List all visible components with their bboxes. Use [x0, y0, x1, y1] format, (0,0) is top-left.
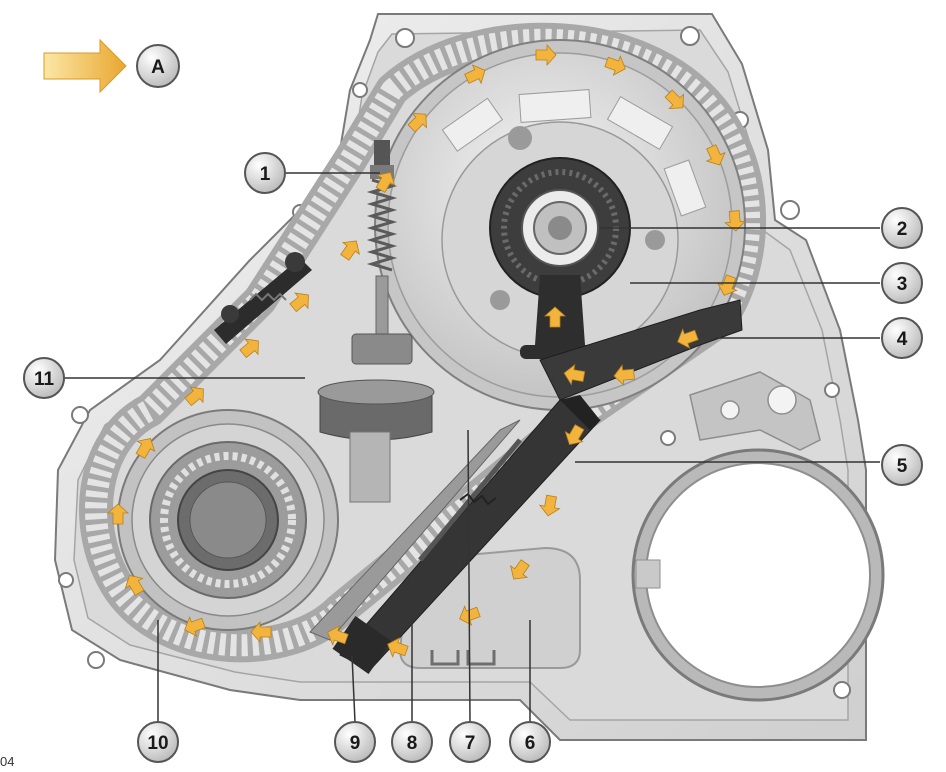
front-output-sprocket — [117, 409, 339, 631]
callout-6: 6 — [509, 721, 551, 763]
callout-9: 9 — [334, 721, 376, 763]
callout-2: 2 — [881, 207, 923, 249]
callout-leader-lines — [64, 172, 880, 723]
direction-arrow-a: A — [43, 38, 180, 94]
callout-label-11: 11 — [34, 369, 55, 390]
callout-4: 4 — [881, 317, 923, 359]
callout-8: 8 — [391, 721, 433, 763]
chain-tensioner — [214, 252, 312, 344]
callout-label-5: 5 — [897, 456, 908, 477]
figure-code: 04 — [0, 754, 14, 769]
callout-label-7: 7 — [465, 733, 476, 754]
callout-label-10: 10 — [147, 733, 168, 754]
callout-label-4: 4 — [897, 329, 908, 350]
callout-label-2: 2 — [897, 219, 908, 240]
shift-rod — [317, 140, 435, 503]
direction-arrow-label: A — [151, 57, 165, 78]
callout-5: 5 — [881, 444, 923, 486]
callout-label-6: 6 — [525, 733, 536, 754]
callout-label-1: 1 — [260, 164, 271, 185]
leader-line-9 — [351, 654, 356, 723]
leader-line-7 — [467, 429, 471, 723]
callout-11: 11 — [23, 357, 65, 399]
callout-badges: 1 2 3 4 5 6 7 8 — [23, 152, 923, 763]
callout-7: 7 — [449, 721, 491, 763]
callout-label-8: 8 — [407, 733, 418, 754]
oil-feed-pipe — [309, 299, 743, 675]
callout-label-3: 3 — [897, 274, 908, 295]
callout-label-9: 9 — [350, 733, 361, 754]
callout-3: 3 — [881, 262, 923, 304]
callout-10: 10 — [137, 721, 179, 763]
callout-1: 1 — [244, 152, 286, 194]
